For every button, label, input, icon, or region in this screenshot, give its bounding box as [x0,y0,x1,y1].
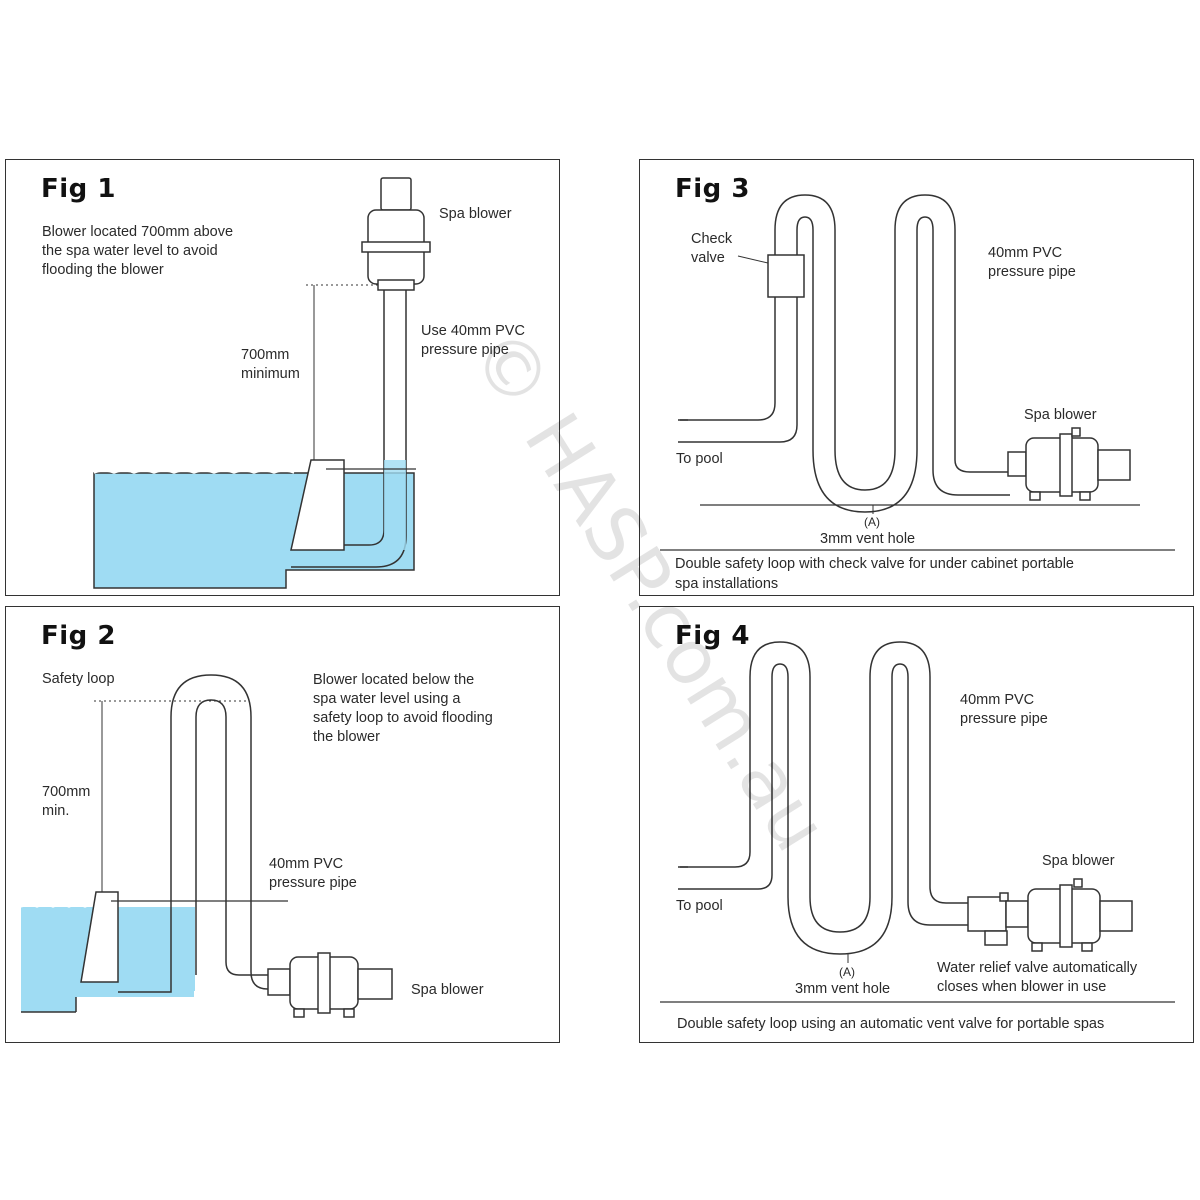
fig1-drawing [93,177,431,589]
fig3-title: Fig 3 [675,174,750,204]
fig2-safety-loop-label: Safety loop [42,671,115,687]
fig3-pipe [678,194,1010,513]
fig2-pipe-label: 40mm PVC pressure pipe [269,856,357,891]
fig4-pipe-label: 40mm PVC pressure pipe [960,692,1048,727]
fig4-vent-marker: (A) [839,965,855,979]
fig2-spa-blower [267,952,393,1018]
fig1-description: Blower located 700mm above the spa water… [42,224,234,278]
fig4-water-relief-valve [967,892,1009,946]
fig3-check-valve [767,254,805,298]
fig3-drawing [660,194,1175,551]
fig4-drawing [660,641,1175,1003]
fig1-height-label: 700mm minimum [241,347,300,382]
fig3-caption: Double safety loop with check valve for … [675,556,1074,592]
fig2-spa-wall [80,891,119,983]
fig3-spa-blower [1007,427,1131,501]
fig3-blower-label: Spa blower [1024,407,1097,423]
fig1-spa-wall [290,459,345,551]
fig3-vent-marker: (A) [864,515,880,529]
fig3-check-valve-label: Check valve [691,231,733,266]
fig2-blower-label: Spa blower [411,982,484,998]
fig2-title: Fig 2 [41,621,116,651]
fig4-panel: Fig 4 40mm PVC pressure pipe Spa blower … [639,606,1194,1043]
fig1-pipe-label: Use 40mm PVC pressure pipe [421,323,525,358]
fig3-vent-label: 3mm vent hole [820,531,916,547]
fig2-drawing [20,674,393,1018]
fig4-pool-label: To pool [676,898,723,914]
fig2-description: Blower located below the spa water level… [313,672,493,745]
fig4-relief-label: Water relief valve automatically closes … [937,960,1138,995]
fig2-height-label: 700mm min. [42,784,91,819]
fig3-pipe-label: 40mm PVC pressure pipe [988,245,1076,280]
fig4-blower-label: Spa blower [1042,853,1115,869]
fig1-panel: Fig 1 Blower located 700mm above the spa… [5,159,560,596]
fig1-spa-blower [361,177,431,291]
fig4-vent-label: 3mm vent hole [795,981,891,997]
fig3-pool-label: To pool [676,451,723,467]
fig1-blower-label: Spa blower [439,206,512,222]
fig3-panel: Fig 3 Check valve 40mm PVC pressure pipe… [639,159,1194,596]
fig2-panel: Fig 2 Safety loop Blower located below t… [5,606,560,1043]
fig1-spa-water [93,472,415,589]
fig4-caption: Double safety loop using an automatic ve… [677,1016,1105,1032]
fig2-safety-loop [170,674,288,990]
fig1-title: Fig 1 [41,174,116,204]
fig4-pipe [678,641,970,955]
fig4-spa-blower [1005,878,1133,952]
fig4-title: Fig 4 [675,621,750,651]
